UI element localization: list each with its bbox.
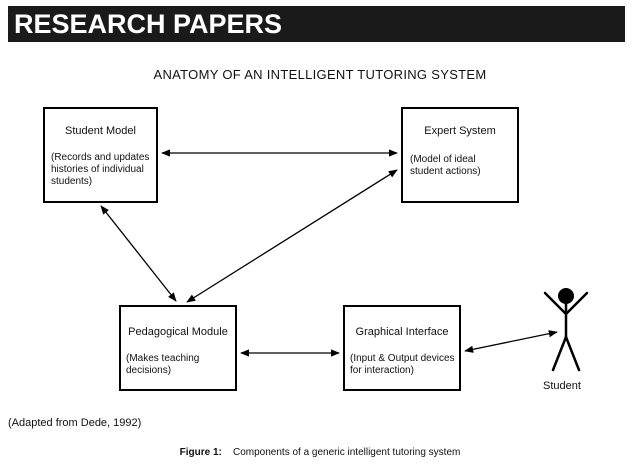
source-note: (Adapted from Dede, 1992) bbox=[8, 417, 142, 429]
expert-system-box: Expert System (Model of ideal student ac… bbox=[401, 107, 519, 203]
arrow-interface-student bbox=[464, 330, 558, 353]
pedagogical-module-description: (Makes teaching decisions) bbox=[126, 353, 200, 376]
stick-figure-icon bbox=[543, 288, 589, 372]
student-label: Student bbox=[543, 380, 581, 392]
graphical-interface-box: Graphical Interface (Input & Output devi… bbox=[343, 305, 461, 391]
pedagogical-module-title: Pedagogical Module bbox=[128, 326, 228, 338]
pedagogical-module-box: Pedagogical Module (Makes teaching decis… bbox=[119, 305, 237, 391]
section-banner: RESEARCH PAPERS bbox=[8, 6, 625, 42]
figure-label: Figure 1: bbox=[179, 447, 222, 458]
expert-system-description: (Model of ideal student actions) bbox=[410, 154, 481, 177]
expert-system-title: Expert System bbox=[424, 125, 496, 137]
diagram-title: ANATOMY OF AN INTELLIGENT TUTORING SYSTE… bbox=[153, 67, 487, 82]
graphical-interface-description: (Input & Output devices for interaction) bbox=[350, 353, 455, 376]
student-model-title: Student Model bbox=[65, 125, 136, 137]
student-model-description: (Records and updates histories of indivi… bbox=[51, 152, 150, 187]
graphical-interface-title: Graphical Interface bbox=[355, 326, 449, 338]
student-model-box: Student Model (Records and updates histo… bbox=[43, 107, 158, 203]
arrow-expert-pedagogical bbox=[186, 169, 398, 303]
figure-caption-spacer bbox=[225, 447, 231, 458]
figure-caption: Figure 1: Components of a generic intell… bbox=[0, 447, 640, 458]
arrow-student-pedagogical bbox=[100, 205, 177, 302]
figure-caption-text: Components of a generic intelligent tuto… bbox=[233, 447, 461, 458]
